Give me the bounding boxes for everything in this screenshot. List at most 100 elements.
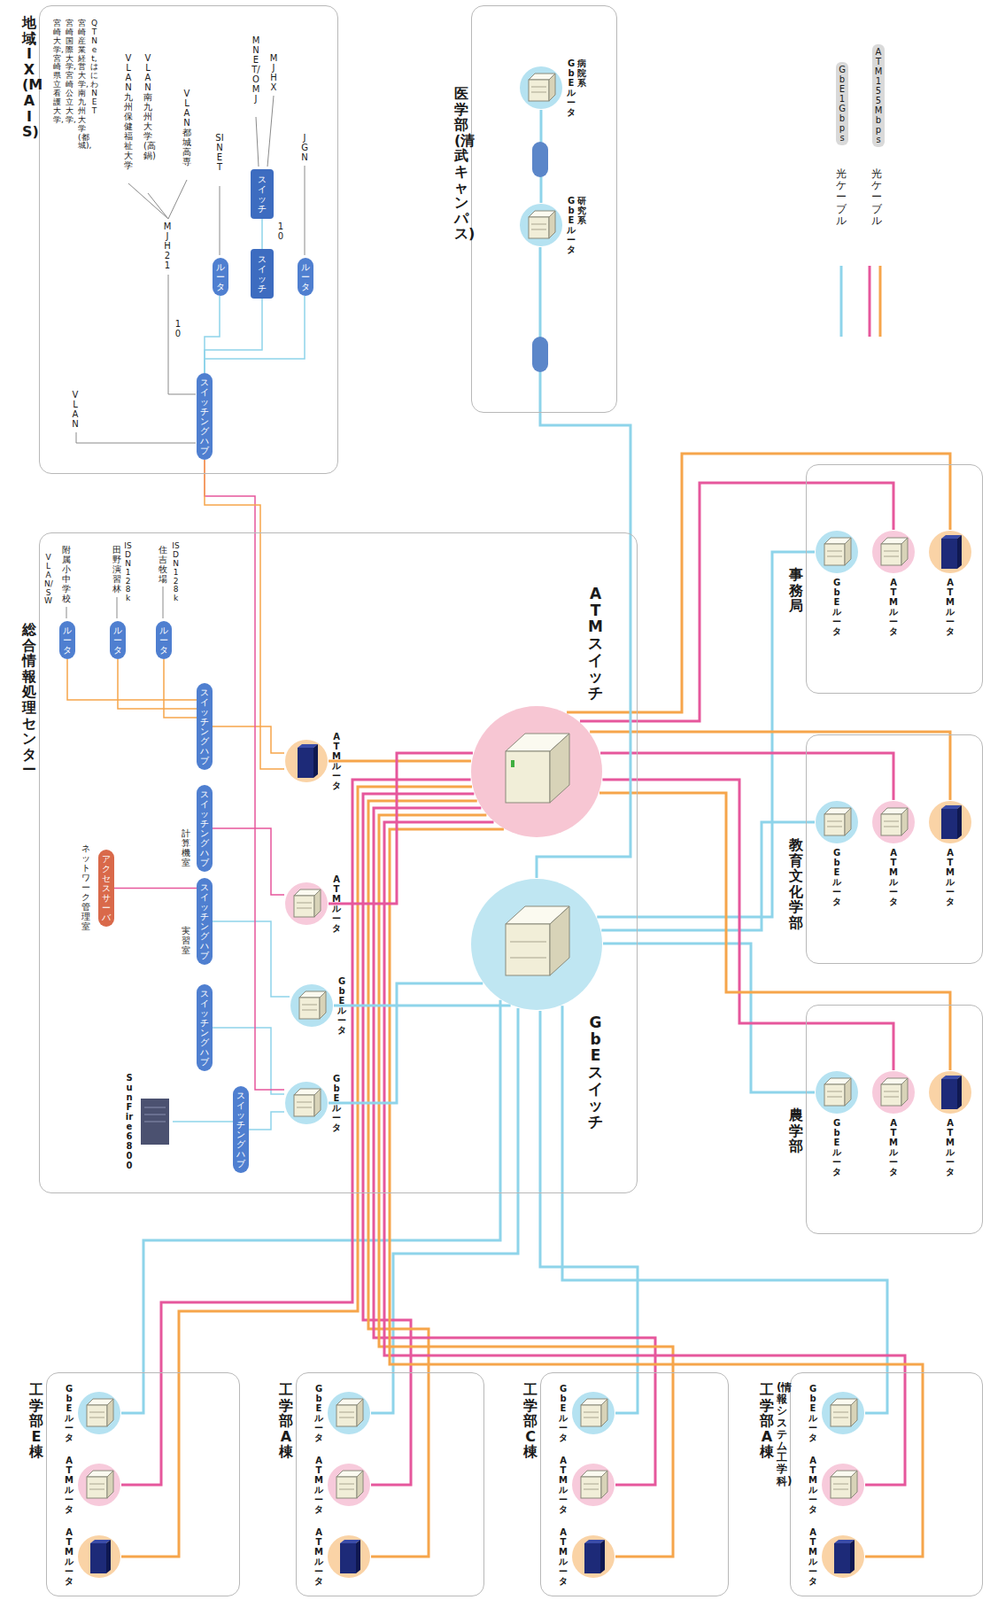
node-label: 工学部 A棟 — [278, 1381, 294, 1460]
tower-side — [106, 1539, 111, 1573]
icon-halo — [572, 1391, 615, 1434]
icon-halo — [872, 800, 915, 844]
note-label-box: QTNet, はにわNET — [90, 19, 99, 117]
note-label: ISDN128k — [171, 541, 180, 604]
box-side — [901, 1077, 908, 1106]
note-label-box: JGN — [300, 132, 310, 163]
note-label-box: MJHX — [269, 53, 279, 93]
note-label-box: ATM 155Mbps — [872, 44, 885, 147]
box-slot — [827, 550, 843, 557]
icon-halo — [519, 203, 563, 247]
note-label-box: 住吉牧場 — [158, 544, 168, 584]
switch-side — [549, 905, 570, 975]
region-title: 教育文化学部 — [788, 836, 804, 931]
note-label-box: VLAN 南九州大学(高鍋) — [143, 53, 153, 161]
leader-line — [168, 274, 196, 395]
server-node: SunFire6800 — [124, 1072, 173, 1170]
box-front — [830, 1404, 851, 1426]
cable-connector — [204, 295, 220, 373]
box-front — [824, 543, 845, 565]
router-node: ATMルータ — [314, 1454, 372, 1514]
icon-halo — [928, 530, 972, 573]
switch-icon — [470, 877, 604, 1011]
router-icon — [814, 529, 859, 574]
box-front — [824, 813, 845, 836]
box-side — [850, 1469, 858, 1498]
icon-halo — [327, 1391, 371, 1434]
router-node: ATMルータ — [808, 1526, 866, 1586]
box-front — [336, 1476, 357, 1498]
tower-side — [355, 1539, 361, 1573]
note-label: 10 — [173, 318, 183, 339]
router-label: ATMルータ — [558, 1526, 568, 1586]
cable-connector — [117, 658, 197, 709]
router-node: ATMルータ — [64, 1526, 122, 1586]
cable-connector — [602, 779, 894, 1070]
cable-connector — [599, 792, 951, 1070]
device-pill: ルータ — [155, 620, 172, 659]
node-label: ルータ — [301, 262, 310, 292]
icon-halo — [815, 530, 859, 573]
node-label: GbEルータ — [832, 847, 842, 906]
tower-front — [941, 808, 958, 839]
region-box: 工学部 A棟GbEルータATMルータATMルータ — [295, 1371, 485, 1596]
icon-halo — [77, 1391, 121, 1434]
media-converter — [532, 336, 549, 372]
router-label: GbEルータ — [337, 975, 347, 1035]
node-label: 病院系 — [577, 58, 587, 117]
device-pill: アクセスサーバ — [98, 849, 115, 927]
box-side — [601, 1398, 608, 1426]
node-label: スイッチングハブ — [236, 1090, 246, 1168]
region-box: 工学部 A棟(情報システム工学科)GbEルータATMルータATMルータ — [789, 1371, 983, 1596]
cable-connector — [580, 482, 894, 721]
device-pill: スイッチングハブ — [196, 372, 213, 460]
region-title: 工学部 A棟 — [278, 1381, 294, 1460]
tower-side — [313, 743, 318, 778]
node-label: スイッチ — [257, 174, 267, 214]
router-label: ATMルータ — [945, 847, 955, 906]
cable-connector — [603, 943, 815, 1092]
node-label: 工学部 A棟 — [759, 1381, 774, 1487]
note-label: VLAN 九州保健福祉大学 — [123, 53, 133, 171]
router-icon — [928, 529, 973, 574]
cable-connector — [204, 459, 285, 1090]
router-node: GbEルータ病院系 — [518, 58, 587, 117]
icon-halo — [821, 1391, 865, 1434]
note-label-box: ISDN128k — [171, 541, 180, 604]
icon-halo — [290, 983, 333, 1027]
box-slot — [296, 902, 312, 908]
icon-halo — [928, 800, 972, 844]
router-label: ATMルータ — [945, 577, 955, 636]
box-slot — [833, 1411, 849, 1417]
cable-connector — [566, 453, 951, 712]
region-title: 農学部 — [788, 1106, 804, 1154]
node-label: ルータ — [113, 625, 123, 655]
node-label: GbEルータ — [337, 975, 347, 1035]
region-box: 医学部(清武キャンパス)GbEルータ病院系GbEルータ研究系 — [471, 5, 618, 413]
box-slot — [531, 224, 547, 230]
router-icon — [571, 1461, 616, 1507]
region-box: 事務局GbEルータATMルータATMルータ — [805, 464, 983, 694]
node-label: GbEルータ — [566, 195, 576, 255]
node-label: ATMルータ — [945, 847, 955, 906]
router-label: ATMルータ — [64, 1454, 74, 1514]
node-label: 地域IX(MAIS) — [22, 15, 37, 140]
note-label: GbE 1Gbps — [837, 64, 847, 143]
server-lines — [144, 1106, 166, 1122]
switch-halo — [471, 705, 603, 837]
note-label-box: 10 — [276, 221, 286, 241]
node-label: GbEルータ — [332, 1073, 341, 1132]
router-icon — [518, 65, 564, 110]
router-label: GbEルータ — [332, 1073, 341, 1132]
node-label: ATMルータ — [332, 873, 341, 933]
node-label: 医学部(清武キャンパス) — [454, 85, 469, 242]
node-label: スイッチングハブ — [200, 377, 209, 456]
leader-line — [76, 432, 196, 443]
switch-front — [505, 923, 550, 975]
cable-connector — [212, 920, 290, 997]
tower-front — [941, 1078, 958, 1109]
cable-connector — [328, 982, 483, 1103]
note-label-box: 宮崎国際大学, 宮崎公立大学, — [65, 19, 74, 125]
router-icon — [814, 799, 859, 844]
